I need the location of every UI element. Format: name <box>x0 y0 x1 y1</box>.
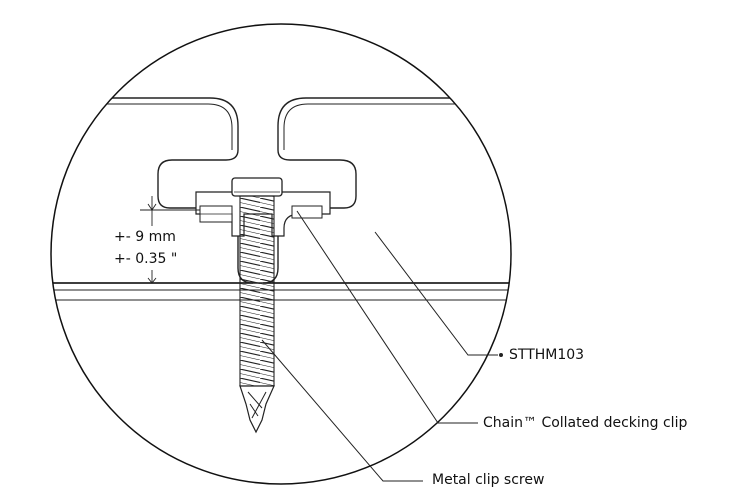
detail-circle <box>50 23 512 485</box>
callout-screw-label: Metal clip screw <box>432 472 545 488</box>
leader-clip <box>296 210 478 424</box>
screw-tip-flute <box>247 391 267 419</box>
clip-tab-right <box>291 205 323 219</box>
leader-board-dot <box>499 353 503 357</box>
screw-head <box>231 177 283 197</box>
dimension-marker <box>140 196 200 284</box>
left-deck-board <box>51 97 254 284</box>
callout-board-label: STTHM103 <box>509 347 585 363</box>
left-deck-board-inner <box>51 103 233 150</box>
dimension-metric: +- 9 mm <box>114 229 176 245</box>
right-deck-board <box>262 97 511 284</box>
callout-clip-label: Chain™ Collated decking clip <box>483 415 688 431</box>
leader-screw <box>261 339 423 482</box>
screw-shank <box>239 195 275 387</box>
right-deck-board-inner <box>283 103 511 150</box>
detail-content <box>51 97 511 434</box>
leader-board <box>374 231 498 356</box>
dimension-imperial: +- 0.35 " <box>114 251 178 267</box>
